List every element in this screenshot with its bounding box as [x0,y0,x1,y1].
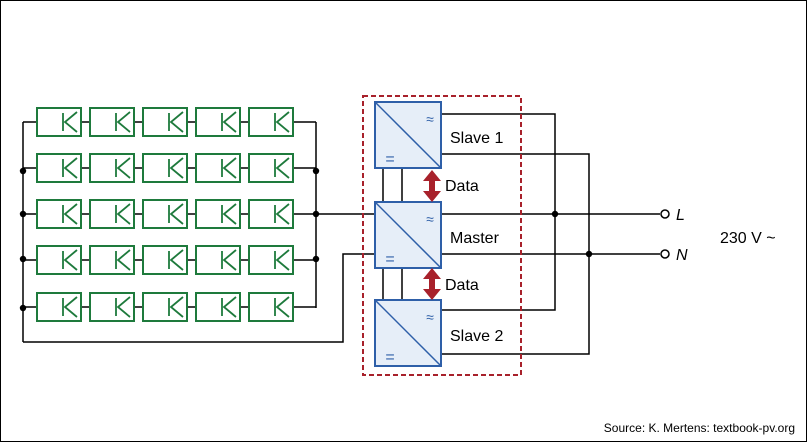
pv-module [142,199,188,229]
inverter-label-slave-2: Slave 2 [450,328,503,345]
terminal-label-n: N [676,247,688,264]
pv-module [248,292,294,322]
pv-module [142,292,188,322]
ac-symbol: ≈ [426,211,434,227]
inverter-slave-1: ≈ = [374,101,442,169]
pv-module [248,107,294,137]
terminal-label-l: L [676,207,685,224]
pv-module [89,199,135,229]
pv-module [248,199,294,229]
pv-module [36,245,82,275]
terminal-l [660,209,670,219]
pv-module [195,292,241,322]
pv-module [195,199,241,229]
dc-symbol: = [385,251,394,268]
inverter-label-slave-1: Slave 1 [450,130,503,147]
pv-module [142,107,188,137]
inverter-group-border [362,95,522,376]
data-label-lower: Data [445,277,479,294]
pv-module [36,107,82,137]
dc-interlinks [382,168,403,300]
ac-symbol: ≈ [426,111,434,127]
source-credit: Source: K. Mertens: textbook-pv.org [604,421,795,435]
pv-module [36,153,82,183]
pv-junctions [19,167,320,312]
data-label-upper: Data [445,178,479,195]
pv-module [195,245,241,275]
pv-module [195,153,241,183]
dc-symbol: = [385,349,394,366]
pv-array [23,107,316,322]
pv-module [248,245,294,275]
pv-module [142,153,188,183]
inverter-master: ≈ = [374,201,442,269]
pv-module [36,292,82,322]
ac-symbol: ≈ [426,309,434,325]
pv-module [89,153,135,183]
data-arrow-lower [423,268,441,300]
pv-module [36,199,82,229]
pv-module [89,107,135,137]
pv-module [142,245,188,275]
pv-module [248,153,294,183]
ac-junctions [551,210,593,258]
voltage-label: 230 V ~ [720,230,776,247]
data-arrow-upper [423,170,441,202]
pv-module [195,107,241,137]
dc-minus-wire [23,253,375,343]
pv-module [89,292,135,322]
inverter-slave-2: ≈ = [374,299,442,367]
dc-symbol: = [385,151,394,168]
terminal-n [660,249,670,259]
inverter-label-master: Master [450,230,500,247]
pv-module [89,245,135,275]
